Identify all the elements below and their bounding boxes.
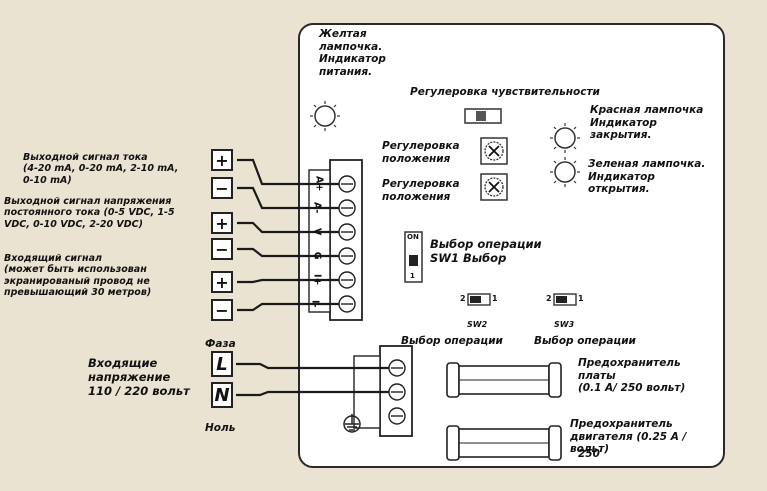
voltage-output-label: Выходной сигнал напряжения постоянного т… [4,196,175,230]
sw1-on-label: ON [407,233,419,241]
sensitivity-slider-icon [464,108,502,124]
terminal-input-minus: − [211,299,233,321]
phase-label: Фаза [205,338,236,350]
position-adjust-2-label: Регулеровка положения [382,178,460,203]
pin-label-a-minus: A- [311,202,323,214]
signal-screw-icons [338,175,356,313]
pin-label-g: G [311,251,323,260]
current-output-label: Выходной сигнал тока (4-20 mA, 0-20 mA, … [23,152,179,186]
position-pot-2-icon [480,173,508,201]
terminal-phase-l: L [211,351,233,377]
sw3-operation-label: Выбор операции [534,335,636,347]
signal-wires [237,158,339,312]
pin-label-a-plus: A+ [313,176,325,192]
sw1-switch-icon [404,231,423,283]
green-lamp-label: Зеленая лампочка. Индикатор открытия. [588,158,706,196]
board-fuse-label: Предохранитель платы (0.1 A/ 250 вольт) [578,357,686,395]
sw3-pos2-label: 2 [546,294,552,303]
terminal-input-plus: + [211,271,233,293]
terminal-voltage-minus: − [211,238,233,260]
sw2-pos1-label: 1 [492,294,498,303]
sw1-operation-label: Выбор операции SW1 Выбор [430,237,542,265]
position-pot-1-icon [480,137,508,165]
terminal-voltage-plus: + [211,212,233,234]
sw2-name-label: SW2 [467,320,488,329]
red-lamp-icon [554,127,576,149]
sw2-switch-icon [467,293,491,306]
terminal-current-minus: − [211,177,233,199]
yellow-lamp-label: Желтая лампочка. Индикатор питания. [319,28,386,78]
motor-fuse-label: Предохранитель двигателя (0.25 A / вольт… [570,418,687,456]
motor-fuse-icon [446,425,562,461]
power-wires [236,362,389,397]
position-adjust-1-label: Регулеровка положения [382,140,460,165]
ground-icon [343,414,361,433]
terminal-neutral-n: N [211,382,233,408]
signal-terminal-block [308,159,363,321]
sw1-number-label: 1 [410,272,415,280]
yellow-lamp-icon [314,105,336,127]
pin-label-i-minus: I- [309,299,321,308]
board-fuse-icon [446,362,562,398]
sw3-pos1-label: 1 [578,294,584,303]
input-signal-label: Входящий сигнал (может быть использован … [4,253,152,299]
sw3-switch-icon [553,293,577,306]
pin-label-i-plus: I+ [311,273,323,286]
terminal-current-plus: + [211,149,233,171]
sw2-pos2-label: 2 [460,294,466,303]
neutral-label: Ноль [205,422,236,434]
sensitivity-label: Регулеровка чувствительности [410,86,600,98]
sw3-name-label: SW3 [554,320,575,329]
sw2-operation-label: Выбор операции [401,335,503,347]
green-lamp-icon [554,161,576,183]
motor-fuse-250-label: 250 [578,448,600,460]
pin-label-v: V [311,228,323,236]
red-lamp-label: Красная лампочка Индикатор закрытия. [590,104,704,142]
supply-voltage-label: Входящие напряжение 110 / 220 вольт [88,356,190,398]
yellow-lamp-rays [310,101,340,131]
